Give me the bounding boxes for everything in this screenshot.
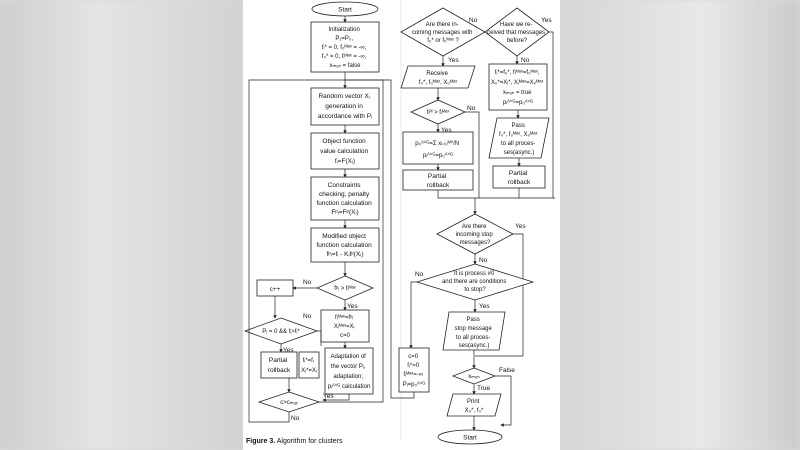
print-text: Print X₀*, f₀*	[465, 399, 484, 414]
decision-fi-text: fᵢᴹ > fᵢᴹᵃˣ	[427, 109, 449, 116]
partial-rollback-3-text: Partial rollback	[508, 170, 531, 186]
label-no-d: No	[479, 257, 488, 264]
random-vector-box	[310, 87, 380, 126]
decision-cmax-text: c>cₘₐₓ	[280, 400, 297, 406]
partial-rollback-1-text: Partial rollback	[268, 357, 291, 374]
random-vector-text: Random vector Xᵢ generation in accordanc…	[318, 93, 372, 120]
init-text: Initialization P₁=P₀, fᵢ* = 0, f₀ᴹᵃˣ = -…	[322, 27, 368, 69]
partial-rollback-2-text: Partial rollback	[427, 173, 450, 189]
init-box	[310, 21, 380, 73]
decision-incoming-text: Are there in- coming messages with f₀* o…	[412, 22, 474, 44]
label-no-3: No	[291, 415, 300, 422]
avg-calc-text: p₀ᴬⱽᴳ=Σ xₖ₍ᵢ₎ᴹ*/N pᵢᴬⱽᴳ=p₀ᴬⱽᴳ	[415, 139, 461, 159]
update-max-box	[320, 309, 370, 343]
label-false: False	[499, 367, 515, 374]
update-global-box	[488, 63, 548, 111]
pass-stop-text: Pass stop message to all proces- ses(asy…	[454, 317, 493, 349]
update-global-text: fᵢ*=f₀*, fᵢᴹᵃˣ=f₀ᴹᵃˣ, X₀*=Xᵢ*, Xᵢᴹᵃˣ=X₀ᴹ…	[491, 69, 545, 106]
label-no-b: No	[521, 57, 530, 64]
label-yes-process0: Yes	[479, 303, 490, 310]
caption-label: Figure 3.	[246, 438, 276, 445]
reset-box	[398, 347, 430, 393]
print-io	[446, 393, 502, 417]
modified-function-text: Modified object function calculation fᵖᵢ…	[316, 233, 373, 258]
decision-fmax-text: fᵖᵢ > fᵢᴹᵃˣ	[334, 285, 356, 292]
figure-caption: Figure 3. Algorithm for clusters	[246, 438, 343, 445]
decision-stop-text: Are there incoming stop messages?	[456, 224, 495, 246]
update-star-text: fᵢ*=fᵢ Xᵢ*=Xᵢ	[301, 358, 317, 374]
end-terminal	[437, 429, 503, 445]
label-yes-3: Yes	[323, 393, 334, 400]
label-no-process0: No	[415, 271, 424, 278]
update-max-text: fᵢᴹᵃˣ=fᵖᵢ Xᵢᴹᵃˣ=Xᵢ c=0	[334, 314, 356, 339]
flowchart: Start Initialization P₁=P₀, fᵢ* = 0, f₀ᴹ…	[243, 0, 555, 445]
background-blur-left	[0, 0, 243, 450]
label-no-c: No	[467, 105, 476, 112]
label-no-a: No	[469, 17, 478, 24]
caption-text: Algorithm for clusters	[276, 438, 343, 445]
avg-calc-box	[402, 131, 474, 165]
decision-xmon-text: xₘₒₙ	[468, 374, 480, 380]
pass-io	[488, 117, 550, 159]
adaptation-box	[324, 347, 374, 395]
pass-stop-io	[442, 311, 506, 351]
label-yes-2: Yes	[283, 347, 294, 354]
c-increment-text: c++	[270, 286, 281, 293]
decision-process0-text: It is process #0 and there are condition…	[442, 271, 508, 293]
label-yes-b: Yes	[541, 17, 552, 24]
label-no-2: No	[303, 313, 312, 320]
decision-first-text: Pᵢ = 0 && fᵢ>fᵢ*	[262, 329, 300, 335]
adaptation-text: Adaptation of the vector Pᵢ, adaptation;…	[328, 354, 371, 390]
partial-rollback-1	[260, 351, 298, 379]
start-label: Start	[338, 7, 352, 14]
label-yes-d: Yes	[515, 223, 526, 230]
document-page: Start Initialization P₁=P₀, fᵢ* = 0, f₀ᴹ…	[243, 0, 560, 450]
label-yes-1: Yes	[347, 303, 358, 310]
receive-io	[400, 65, 476, 89]
label-yes-c: Yes	[441, 127, 452, 134]
receive-text: Receive f₀*, f₀ᴹᵃˣ, X₀ᴹᵃˣ	[419, 71, 457, 86]
pass-text: Pass f₀*, f₀ᴹᵃˣ, X₀ᴹᵃˣ to all proces- se…	[499, 123, 539, 156]
constraints-box	[310, 176, 380, 221]
decision-received-text: Have we re- ceived that messages before?	[487, 22, 547, 44]
end-label: Start	[463, 435, 477, 442]
constraints-text: Constraints checking, penalty function c…	[316, 182, 373, 216]
update-star-box	[298, 351, 320, 379]
label-true: True	[477, 385, 491, 392]
label-yes-a: Yes	[448, 57, 459, 64]
reset-text: c=0 fᵢ*=0 fᵢᴹᵃˣ=-∞ Pᵢ=p₀ᴬⱽᴳ	[403, 354, 426, 388]
label-no-1: No	[303, 279, 312, 286]
object-function-text: Object function value calculation fᵢ=F(X…	[320, 138, 370, 165]
background-blur-right	[560, 0, 800, 450]
object-function-box	[310, 132, 380, 170]
